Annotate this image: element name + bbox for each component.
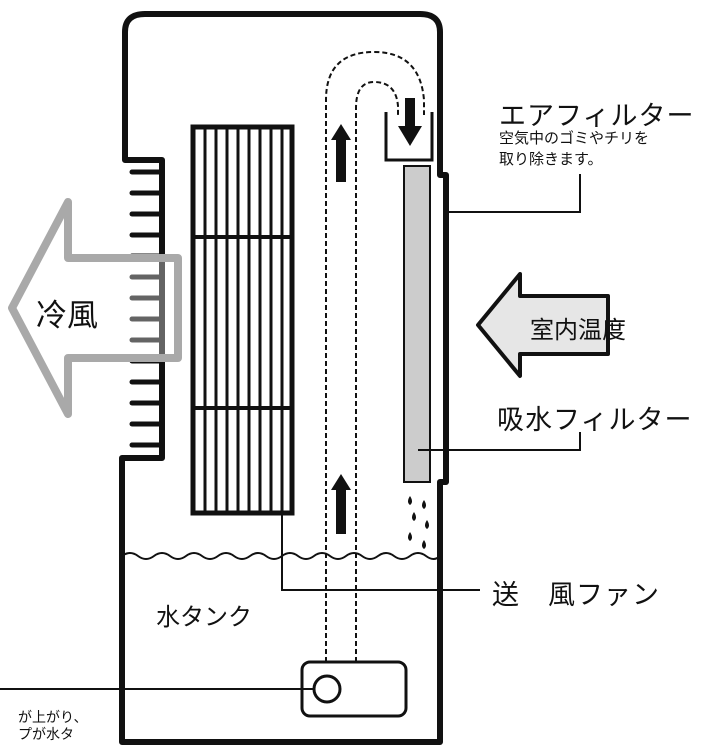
bottom-note-1: が上がり、 [18, 710, 88, 726]
room-air-arrow [476, 272, 610, 378]
water-tank-label: 水タンク [156, 603, 252, 631]
water-pipe [325, 50, 425, 662]
cold-air-label: 冷風 [36, 298, 98, 334]
up-arrow-top [331, 124, 351, 182]
pump-circle [312, 674, 342, 704]
unit-body [119, 11, 449, 745]
leader-lines [0, 174, 581, 690]
fan-label: 送 風ファン [492, 580, 660, 611]
bottom-note-2: プが水タ [18, 727, 74, 743]
up-arrow-bottom [331, 474, 351, 534]
air-filter-desc-1: 空気中のゴミやチリを [499, 129, 650, 147]
room-temp-label: 室内温度 [530, 316, 626, 344]
air-filter-desc-2: 取り除きます。 [499, 150, 603, 168]
absorb-filter [403, 165, 431, 483]
drip-outlet [384, 112, 434, 162]
cold-air-arrow [8, 198, 182, 418]
air-filter-title: エアフィルター [499, 101, 695, 132]
fan-grille [190, 124, 295, 516]
water-drops [408, 496, 429, 549]
absorb-filter-label: 吸水フィルター [497, 405, 693, 436]
down-arrow [398, 98, 422, 146]
